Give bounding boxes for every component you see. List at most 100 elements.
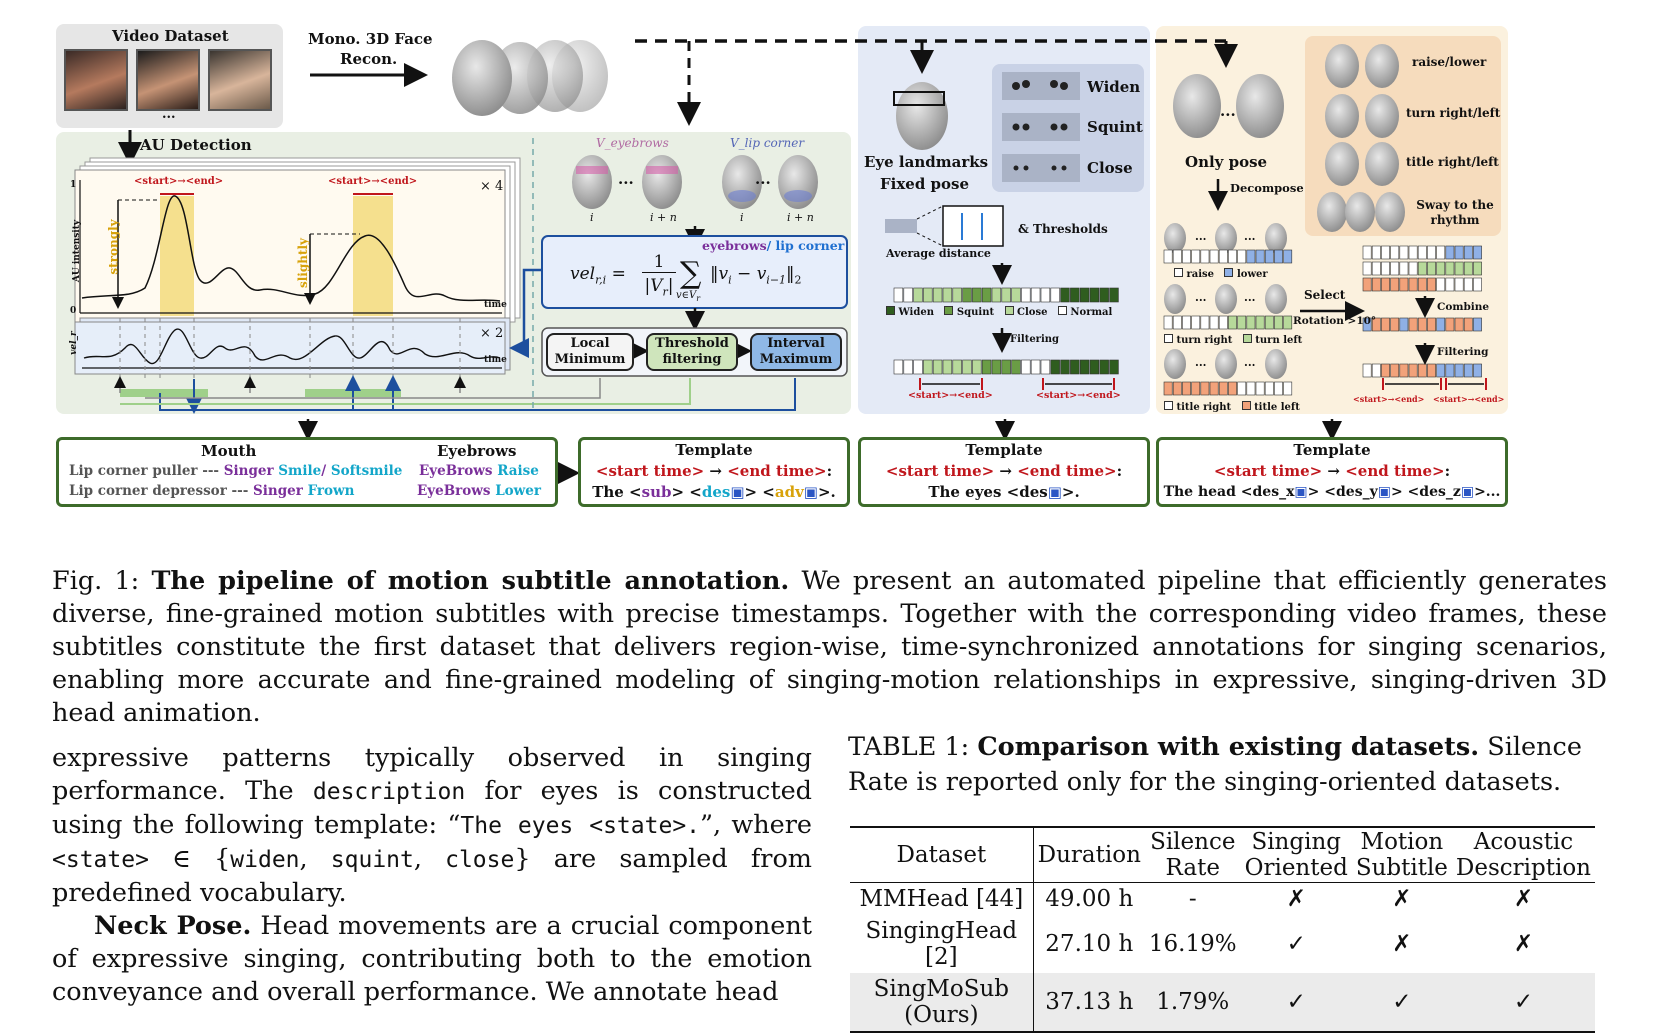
eye-span-label-2: <start>→<end> [1036,390,1121,401]
sequence-cell [1473,277,1482,292]
slightly-label: slightly [296,237,311,289]
sequence-cell [952,287,962,303]
sequence-cell [1030,359,1041,375]
sequence-cell [962,359,972,375]
sequence-cell [1473,245,1482,260]
eye-span-label-1: <start>→<end> [908,390,993,401]
motion-sway: Sway to the rhythm [1416,198,1494,227]
pose-row-ellipsis-6: ... [1244,356,1256,369]
sequence-cell [1390,245,1400,260]
sequence-cell [1283,315,1293,330]
head-label-4: i + n [787,211,814,224]
header-motion-subtitle: Motion Subtitle [1355,829,1448,881]
template-time: <start time> → <end time>: [595,462,833,480]
sequence-cell [1246,381,1256,396]
sequence-cell [1454,261,1464,276]
sequence-cell [1463,245,1473,260]
video-dataset-label: Video Dataset [112,27,229,45]
sequence-cell [1237,249,1247,264]
legend-raise: raise [1186,269,1215,280]
sequence-cell [1371,261,1381,276]
sequence-cell [1228,381,1237,396]
sequence-cell [1182,249,1191,264]
sequence-cell [942,287,953,303]
sequence-cell [991,287,1002,303]
sequence-cell [1218,381,1228,396]
sequence-cell [1381,277,1390,292]
sequence-cell [1264,381,1274,396]
sequence-cell [1362,277,1372,292]
eyebrows-vertex-label: V_eyebrows [596,136,669,150]
header-dataset: Dataset [850,827,1034,883]
eyebrow-row-2: EyeBrows Lower [417,483,542,499]
sequence-cell [1473,363,1482,378]
sequence-cell [1454,363,1464,378]
template-time: <start time> → <end time>: [885,462,1123,480]
sequence-cell [1381,261,1390,276]
sequence-cell [1030,287,1041,303]
vertex-ellipsis-2: ... [755,170,771,188]
sequence-cell [1060,287,1070,303]
sequence-cell [1408,363,1418,378]
only-pose-label: Only pose [1185,153,1268,171]
mono-recon-label-line2: Recon. [340,50,398,68]
body-text-column: expressive patterns typically observed i… [52,742,812,1009]
sequence-cell [1436,317,1446,332]
sequence-cell [1264,315,1274,330]
mouth-row-2: Lip corner depressor --- Singer Frown [69,483,355,499]
legend-title-left: title left [1254,402,1300,413]
sequence-cell [1237,315,1247,330]
video-frame-2 [136,49,200,111]
sequence-cell [1436,277,1446,292]
dice-icon: ▣ [1460,484,1475,500]
eye-landmarks-label: Eye landmarks [864,153,989,171]
legend-turn-left: turn left [1255,335,1303,346]
header-singing-oriented: Singing Oriented [1244,829,1348,881]
sequence-cell [903,359,913,375]
sequence-cell [1445,245,1455,260]
sequence-cell [1408,277,1418,292]
legend-lower: lower [1236,269,1268,280]
strongly-label: strongly [106,219,121,275]
caption-body: We present an automated pipeline that ef… [52,566,1607,728]
sequence-cell [923,359,933,375]
sequence-cell [1445,277,1455,292]
sequence-cell [1191,381,1201,396]
pose-combined-sequence [1362,317,1482,332]
sequence-cell [942,359,953,375]
sequence-cell [1021,287,1031,303]
sequence-cell [1408,245,1418,260]
sequence-cell [1089,359,1100,375]
sequence-cell [972,287,982,303]
sequence-cell [1283,381,1293,396]
average-distance-label: Average distance [886,247,991,260]
vel-y-axis-label: vel_r [68,331,79,355]
eyebrows-header: Eyebrows [437,442,517,460]
motion-title: title right/left [1406,155,1499,169]
sequence-cell [1099,287,1109,303]
sequence-cell [1445,363,1455,378]
pose-legend-1: raise lower [1174,268,1268,280]
au-y-tick-bottom: 0 [70,306,77,316]
sequence-cell [1283,249,1293,264]
sequence-cell [1246,315,1256,330]
sequence-cell [1408,317,1418,332]
sequence-cell [1172,315,1182,330]
sequence-cell [1436,261,1446,276]
vertex-ellipsis-1: ... [618,170,634,188]
sequence-cell [1060,359,1070,375]
sequence-cell [1417,277,1427,292]
sequence-cell [1011,287,1021,303]
sequence-cell [1463,261,1473,276]
formula-lip-corner: / lip corner [766,238,845,253]
template-box-pose: Template <start time> → <end time>: The … [1156,437,1508,507]
sequence-cell [1454,317,1464,332]
pose-row-ellipsis-3: ... [1195,291,1207,304]
fixed-pose-label: Fixed pose [880,175,970,193]
motion-raise-lower: raise/lower [1412,55,1487,69]
au-curve [81,195,501,302]
legend-normal: Normal [1070,307,1113,318]
sequence-cell [1050,287,1060,303]
template-box-au: Template <start time> → <end time>: The … [578,437,850,507]
